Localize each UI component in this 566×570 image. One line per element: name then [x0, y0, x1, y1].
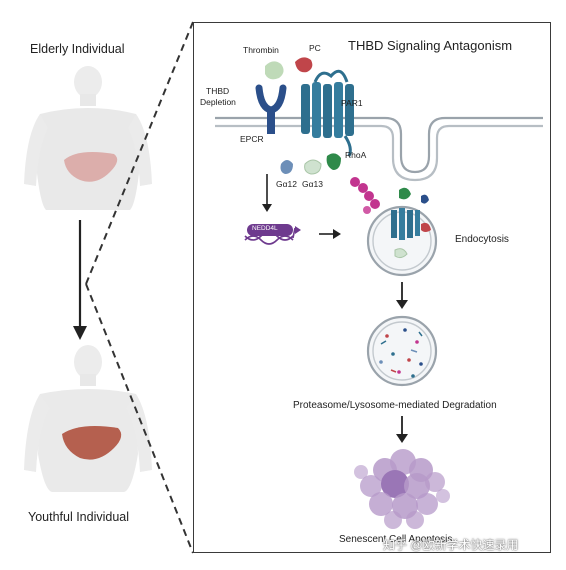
elderly-individual-figure — [24, 66, 152, 210]
ga12-shape — [280, 160, 293, 174]
ga13-shape — [304, 159, 322, 175]
nedd4l-gene — [244, 224, 301, 245]
nedd4l-label: NEDD4L — [252, 225, 278, 232]
apoptotic-cell-cloud — [354, 449, 450, 529]
elderly-liver — [64, 152, 118, 182]
epcr-label: EPCR — [240, 134, 264, 144]
ubiquitin-chain — [350, 177, 380, 214]
thbd-depletion-label-1: THBD — [206, 86, 230, 96]
thbd-depletion-label-2: Depletion — [200, 97, 236, 107]
endosome-vesicle — [366, 187, 438, 277]
pc-label: PC — [309, 43, 321, 53]
pathway-diagram — [215, 57, 543, 529]
youthful-liver — [62, 426, 122, 460]
degradation-label: Proteasome/Lysosome-mediated Degradation — [293, 400, 497, 411]
cell-membrane — [215, 116, 543, 174]
ga12-label: Gα12 — [276, 179, 297, 189]
youthful-individual-label: Youthful Individual — [28, 510, 130, 524]
youthful-individual-figure — [24, 345, 152, 492]
senescent-apoptosis-label: Senescent Cell Apoptosis — [339, 534, 453, 545]
pc-shape — [295, 57, 313, 73]
thrombin-shape — [265, 61, 284, 80]
panel-title: THBD Signaling Antagonism — [348, 38, 513, 53]
par1-label: PAR1 — [341, 98, 363, 108]
rhoa-shape — [326, 153, 341, 170]
rhoa-label: RhoA — [345, 150, 367, 160]
endocytosis-label: Endocytosis — [455, 234, 509, 245]
epcr-receptor — [255, 84, 287, 134]
watermark-text: 知乎 @欧新学术快速录用 — [383, 538, 519, 552]
ga13-label: Gα13 — [302, 179, 323, 189]
thrombin-label: Thrombin — [243, 45, 279, 55]
aging-reversal-arrow — [73, 220, 87, 340]
degradation-vesicle — [366, 315, 438, 387]
thbd-signaling-panel — [193, 22, 551, 553]
elderly-individual-label: Elderly Individual — [30, 42, 125, 56]
par1-receptor — [301, 69, 354, 157]
